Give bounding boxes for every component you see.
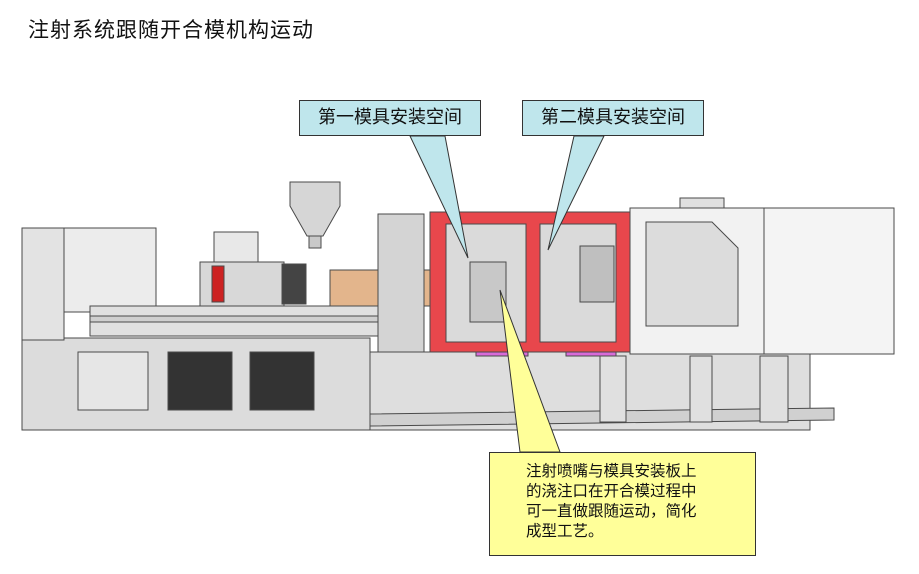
support-leg-2 — [689, 355, 713, 423]
page-title: 注射系统跟随开合模机构运动 — [28, 18, 314, 42]
callout-1-pointer — [409, 135, 469, 259]
support-leg-1 — [599, 355, 627, 423]
callout-2-pointer — [547, 135, 605, 251]
injection-red-cap — [211, 265, 225, 303]
second-mold-plate — [579, 245, 615, 303]
carriage-rail — [89, 315, 381, 323]
clamp-window — [645, 221, 739, 327]
injection-dark-block — [281, 263, 307, 305]
access-panel — [77, 351, 149, 411]
injection-unit-housing — [63, 227, 157, 313]
hopper-neck — [308, 235, 322, 249]
valve-block — [213, 231, 259, 263]
control-cabinet — [21, 227, 65, 341]
clamp-end-cover — [763, 207, 895, 355]
fixed-platen — [377, 213, 425, 353]
top-cap — [679, 197, 725, 209]
first-mold-space-label: 第一模具安装空间 — [299, 100, 481, 136]
vent-grille-2 — [249, 351, 315, 411]
support-leg-3 — [759, 355, 789, 423]
second-mold-space-label: 第二模具安装空间 — [522, 100, 704, 136]
hopper — [289, 181, 341, 237]
machine-outline — [21, 181, 895, 431]
magenta-strip-2 — [565, 351, 617, 357]
nozzle-note-label: 注射喷嘴与模具安装板上 的浇注口在开合模过程中 可一直做跟随运动，简化 成型工艺… — [489, 452, 756, 556]
magenta-strip-1 — [475, 351, 529, 357]
vent-grille-1 — [167, 351, 233, 411]
